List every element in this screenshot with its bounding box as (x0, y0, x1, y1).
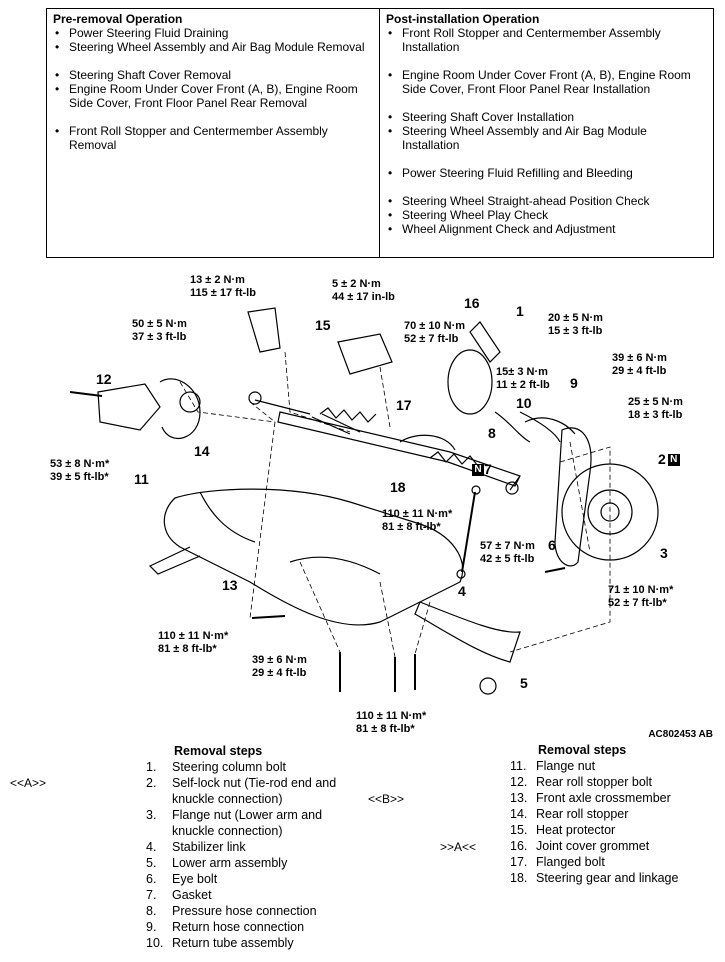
callout-4: 4 (458, 583, 466, 599)
list-item: 8.Pressure hose connection (146, 904, 317, 918)
service-mark-b: <<B>> (368, 792, 405, 806)
callout-6: 6 (548, 537, 556, 553)
list-item: Steering Wheel Assembly and Air Bag Modu… (386, 124, 707, 152)
operations-table: Pre-removal Operation Power Steering Flu… (46, 8, 714, 258)
callout-17: 17 (396, 397, 412, 413)
list-item: Steering Wheel Assembly and Air Bag Modu… (53, 40, 373, 54)
callout-15: 15 (315, 317, 331, 333)
list-item: 4.Stabilizer link (146, 840, 246, 854)
list-item: 7.Gasket (146, 888, 212, 902)
post-installation-column: Post-installation Operation Front Roll S… (380, 9, 713, 257)
callout-5: 5 (520, 675, 528, 691)
list-item: 17.Flanged bolt (510, 855, 605, 869)
list-item: Engine Room Under Cover Front (A, B), En… (53, 82, 373, 110)
service-mark-a-install: >>A<< (440, 840, 477, 854)
joint-cover-grommet (447, 349, 493, 415)
callout-14: 14 (194, 443, 210, 459)
callout-12: 12 (96, 371, 112, 387)
list-item: Power Steering Fluid Refilling and Bleed… (386, 166, 707, 180)
list-item: Steering Wheel Play Check (386, 208, 707, 222)
callout-8: 8 (488, 425, 496, 441)
list-item: Power Steering Fluid Draining (53, 26, 373, 40)
brake-rotor (561, 463, 659, 561)
post-installation-list: Front Roll Stopper and Centermember Asse… (386, 26, 707, 236)
callout-16: 16 (464, 295, 480, 311)
torque-spec: 110 ± 11 N·m*81 ± 8 ft-lb* (382, 508, 453, 533)
callout-11: 11 (134, 471, 149, 487)
list-item: 18.Steering gear and linkage (510, 871, 679, 885)
rear-roll-stopper-bracket (97, 383, 161, 431)
pre-removal-list: Power Steering Fluid Draining Steering W… (53, 26, 373, 152)
list-item: 16.Joint cover grommet (510, 839, 650, 853)
n-badge: N (667, 454, 680, 467)
pre-removal-column: Pre-removal Operation Power Steering Flu… (47, 9, 380, 257)
list-item: 13.Front axle crossmember (510, 791, 671, 805)
crossmember-outline (163, 488, 464, 626)
removal-steps-title: Removal steps (174, 744, 263, 758)
callout-9: 9 (570, 375, 578, 391)
torque-spec: 71 ± 10 N·m*52 ± 7 ft-lb* (608, 584, 674, 609)
list-item: 1.Steering column bolt (146, 760, 286, 774)
steering-rack (277, 411, 521, 487)
list-item: 5.Lower arm assembly (146, 856, 288, 870)
removal-steps-title: Removal steps (538, 743, 627, 757)
list-item: Steering Shaft Cover Installation (386, 110, 707, 124)
callout-1: 1 (516, 303, 524, 319)
list-item: Wheel Alignment Check and Adjustment (386, 222, 707, 236)
removal-steps-left: Removal steps 1.Steering column bolt 2.S… (146, 743, 358, 951)
post-installation-title: Post-installation Operation (386, 12, 540, 26)
pre-removal-title: Pre-removal Operation (53, 12, 183, 26)
list-item: 11.Flange nut (510, 759, 596, 773)
torque-spec: 53 ± 8 N·m*39 ± 5 ft-lb* (50, 458, 110, 483)
n-badge: N (472, 464, 484, 477)
callout-10: 10 (516, 395, 532, 411)
list-item: 12.Rear roll stopper bolt (510, 775, 653, 789)
list-item: 6.Eye bolt (146, 872, 218, 886)
callout-3: 3 (660, 545, 668, 561)
callout-18: 18 (390, 479, 406, 495)
list-item: Front Roll Stopper and Centermember Asse… (53, 124, 373, 152)
callout-13: 13 (222, 577, 238, 593)
list-item: 3.Flange nut (Lower arm and knuckle conn… (146, 808, 323, 838)
list-item: Engine Room Under Cover Front (A, B), En… (386, 68, 707, 96)
heat-protector (337, 333, 393, 375)
list-item: 9.Return hose connection (146, 920, 305, 934)
list-item: 15.Heat protector (510, 823, 616, 837)
service-mark-a: <<A>> (10, 776, 47, 790)
list-item: Steering Wheel Straight-ahead Position C… (386, 194, 707, 208)
torque-spec: 110 ± 11 N·m*81 ± 8 ft-lb* (356, 710, 427, 735)
lower-arm (414, 601, 521, 663)
figure-code: AC802453 AB (648, 729, 713, 740)
list-item: Front Roll Stopper and Centermember Asse… (386, 26, 707, 54)
list-item: Steering Shaft Cover Removal (53, 68, 373, 82)
list-item: 10.Return tube assembly (146, 936, 294, 950)
removal-steps-right: Removal steps 11.Flange nut 12.Rear roll… (510, 742, 722, 886)
list-item: 2.Self-lock nut (Tie-rod end and knuckle… (146, 776, 337, 806)
steering-knuckle (554, 427, 592, 567)
torque-spec: 110 ± 11 N·m*81 ± 8 ft-lb* (158, 630, 229, 655)
diagram-drawing (69, 307, 659, 695)
list-item: 14.Rear roll stopper (510, 807, 629, 821)
